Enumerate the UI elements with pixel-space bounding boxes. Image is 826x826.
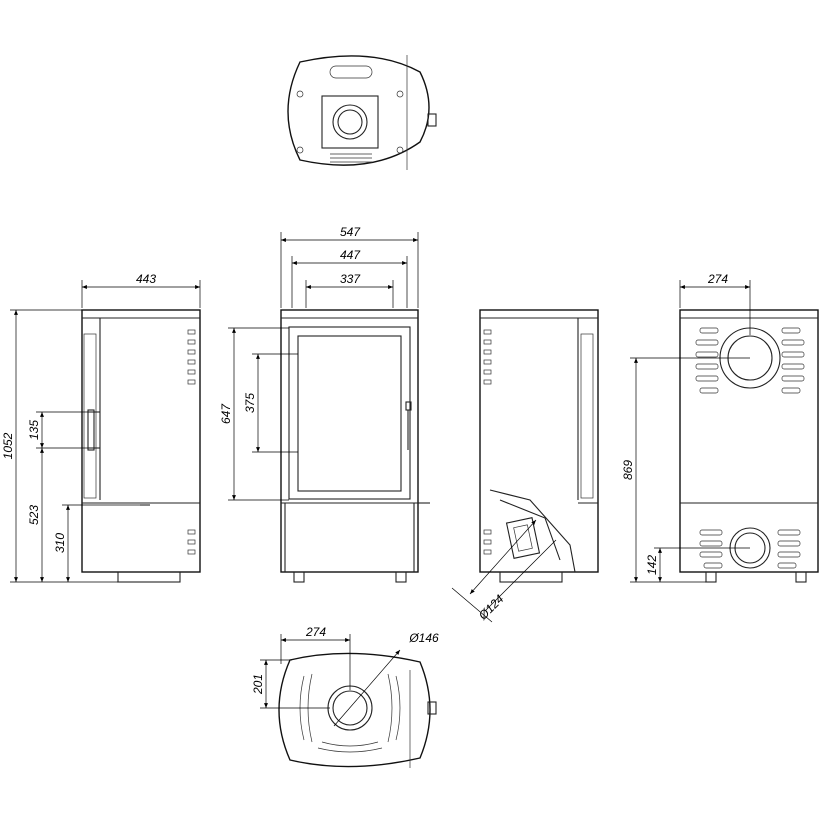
dim-rear-air-inlet-height: 142 xyxy=(645,555,659,575)
top-view xyxy=(287,55,437,170)
side-view-right xyxy=(479,309,599,583)
dim-rear-flue-offset: 274 xyxy=(707,272,728,286)
dim-front-width-middle: 447 xyxy=(340,248,361,262)
dim-rear-flue-height: 869 xyxy=(621,460,635,480)
dim-side-base-height: 310 xyxy=(53,533,67,553)
dim-bottom-flue-diameter: Ø146 xyxy=(408,631,439,645)
dim-bottom-flue-offset: 274 xyxy=(305,625,326,639)
bottom-view xyxy=(278,652,437,768)
dim-front-glass-inner: 375 xyxy=(243,393,257,413)
dimension-lines xyxy=(10,232,751,727)
dim-side-depth: 443 xyxy=(136,272,156,286)
rear-view xyxy=(679,309,819,583)
side-view-left xyxy=(81,309,201,583)
dimension-labels: 443 547 447 337 274 274 Ø146 201 1052 13… xyxy=(1,225,728,695)
dim-total-height: 1052 xyxy=(1,432,15,459)
dim-side-handle-height: 135 xyxy=(27,420,41,440)
dim-front-glass-total: 647 xyxy=(219,403,233,424)
dim-bottom-flue-depth: 201 xyxy=(251,674,265,695)
dim-front-width-outer: 547 xyxy=(340,225,361,239)
dim-air-inlet-diameter: Ø124 xyxy=(475,592,507,624)
dim-side-ash-height: 523 xyxy=(27,505,41,525)
dim-front-width-inner: 337 xyxy=(340,272,361,286)
front-view xyxy=(280,309,430,583)
